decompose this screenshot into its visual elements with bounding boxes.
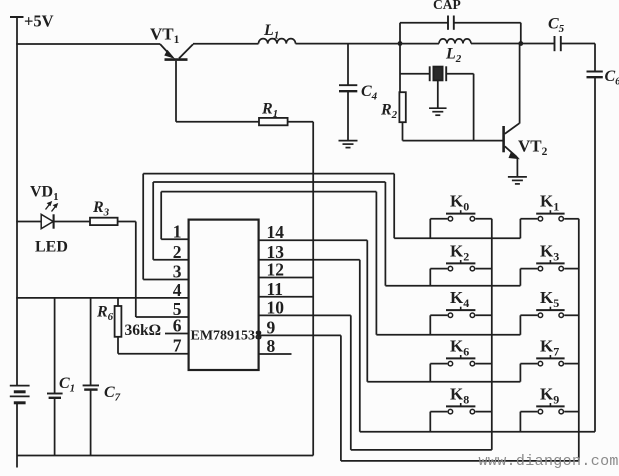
- svg-text:VT2: VT2: [518, 137, 548, 159]
- svg-text:CAP: CAP: [433, 0, 461, 12]
- svg-text:www.diangon.com: www.diangon.com: [479, 453, 619, 470]
- svg-text:5: 5: [173, 299, 182, 319]
- svg-text:2: 2: [173, 242, 182, 262]
- svg-text:6: 6: [173, 316, 182, 336]
- svg-text:3: 3: [173, 262, 182, 282]
- svg-text:+5V: +5V: [24, 12, 54, 31]
- svg-text:11: 11: [267, 279, 284, 299]
- svg-text:10: 10: [267, 297, 285, 317]
- svg-text:14: 14: [267, 222, 285, 242]
- svg-text:13: 13: [267, 242, 285, 262]
- svg-text:EM7891538: EM7891538: [191, 329, 263, 344]
- svg-text:7: 7: [173, 336, 182, 356]
- svg-text:8: 8: [267, 336, 276, 356]
- svg-text:LED: LED: [35, 239, 68, 256]
- svg-text:9: 9: [267, 317, 276, 337]
- svg-text:1: 1: [173, 221, 182, 241]
- svg-text:12: 12: [267, 260, 285, 280]
- svg-text:36kΩ: 36kΩ: [125, 322, 162, 339]
- svg-text:VT1: VT1: [150, 25, 180, 47]
- svg-text:VD1: VD1: [30, 184, 59, 204]
- svg-text:4: 4: [173, 280, 182, 300]
